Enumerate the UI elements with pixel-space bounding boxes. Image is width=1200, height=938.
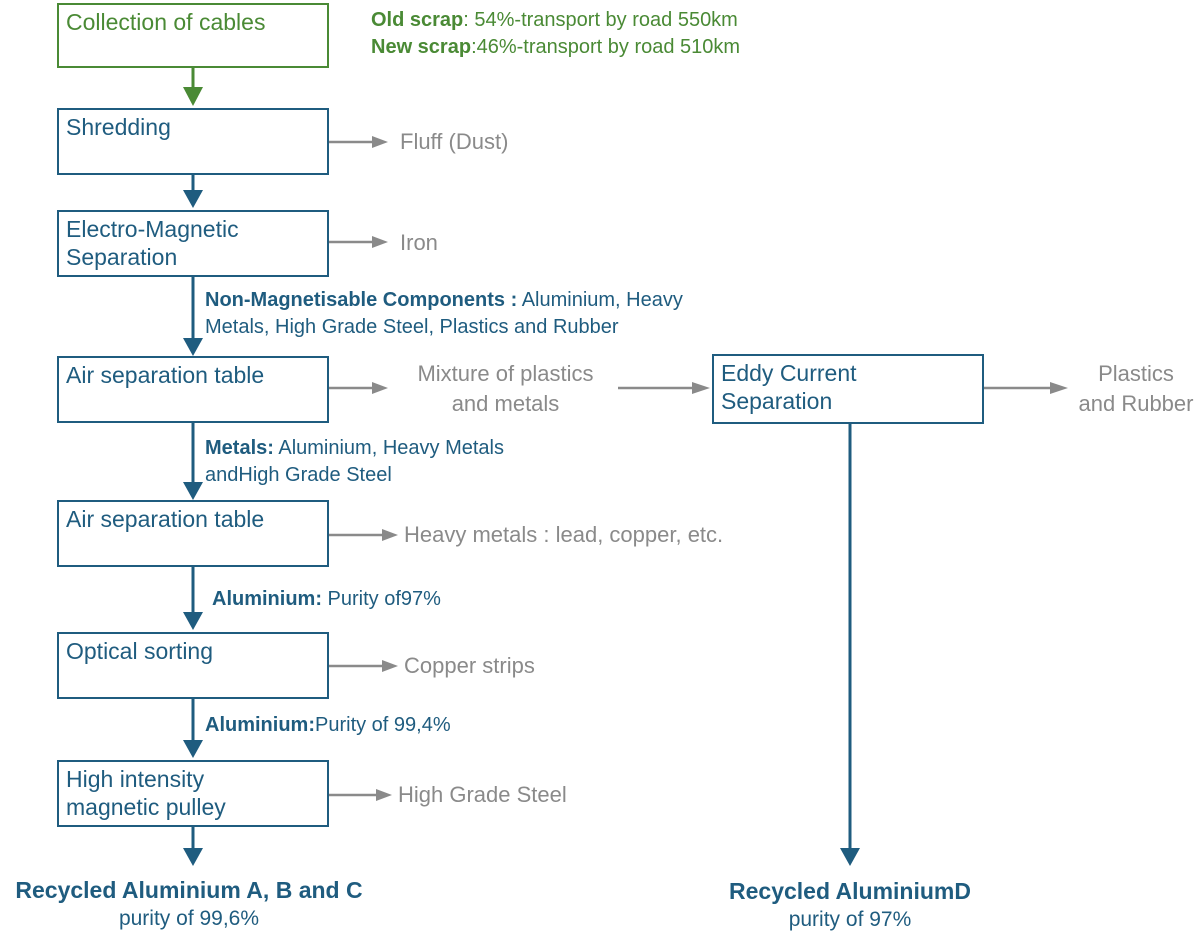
aluminium-994-note: Aluminium:Purity of 99,4% (205, 712, 451, 739)
arrowhead-final-d (840, 848, 860, 866)
aluminium-994-text: Purity of 99,4% (315, 714, 451, 736)
output-copper-strips: Copper strips (404, 653, 535, 678)
metals-label: Metals: (205, 437, 274, 459)
output-heavy-metals: Heavy metals : lead, copper, etc. (404, 522, 724, 547)
aluminium-97-label: Aluminium: (212, 588, 322, 610)
final-d-title: Recycled AluminiumD (729, 878, 971, 904)
shredding-box: Shredding (57, 108, 329, 175)
aluminium-994-label: Aluminium: (205, 714, 315, 736)
arrowhead-optical (183, 612, 203, 630)
new-scrap-note: New scrap:46%-transport by road 510km (371, 34, 740, 61)
magnetic-pulley-box: High intensity magnetic pulley (57, 760, 329, 827)
eddy-current-box: Eddy Current Separation (712, 354, 984, 424)
non-magnetisable-line2: Metals, High Grade Steel, Plastics and R… (205, 316, 619, 338)
output-fluff: Fluff (Dust) (400, 129, 509, 154)
aluminium-97-text: Purity of97% (322, 588, 441, 610)
arrowhead-pulley (183, 740, 203, 758)
new-scrap-text: :46%-transport by road 510km (471, 36, 741, 58)
final-abc-purity: purity of 99,6% (118, 907, 260, 930)
non-magnetisable-line1: Aluminium, Heavy (517, 289, 683, 311)
final-abc: Recycled Aluminium A, B and C purity of … (0, 875, 378, 933)
arrowhead-final-abc (183, 848, 203, 866)
old-scrap-label: Old scrap (371, 9, 464, 31)
arrowhead-mixture (372, 382, 388, 394)
output-plastics-rubber: Plastics and Rubber (1078, 361, 1194, 416)
metals-line2: andHigh Grade Steel (205, 464, 392, 486)
arrowhead-fluff (372, 136, 388, 148)
metals-note: Metals: Aluminium, Heavy Metals andHigh … (205, 435, 504, 489)
arrowhead-eddy (692, 382, 710, 394)
arrowhead-plastics (1050, 382, 1068, 394)
air-separation-box-2: Air separation table (57, 500, 329, 567)
output-mixture: Mixture of plastics and metals (417, 361, 594, 416)
output-iron: Iron (400, 230, 438, 255)
old-scrap-text: : 54%-transport by road 550km (463, 9, 738, 31)
air-separation-box-1: Air separation table (57, 356, 329, 423)
non-magnetisable-label: Non-Magnetisable Components : (205, 289, 518, 311)
final-abc-title: Recycled Aluminium A, B and C (15, 877, 363, 903)
arrowhead-iron (372, 236, 388, 248)
arrowhead-air1 (183, 338, 203, 356)
electro-magnetic-box: Electro-Magnetic Separation (57, 210, 329, 277)
metals-line1: Aluminium, Heavy Metals (273, 437, 504, 459)
arrowhead-steel (376, 789, 392, 801)
final-d-purity: purity of 97% (788, 908, 912, 931)
collection-box: Collection of cables (57, 3, 329, 68)
optical-sorting-box: Optical sorting (57, 632, 329, 699)
old-scrap-note: Old scrap: 54%-transport by road 550km (371, 7, 738, 34)
arrowhead-collection (183, 87, 203, 106)
final-d: Recycled AluminiumD purity of 97% (700, 876, 1000, 934)
arrowhead-air2 (183, 482, 203, 500)
aluminium-97-note: Aluminium: Purity of97% (212, 586, 441, 613)
output-high-grade-steel: High Grade Steel (398, 782, 567, 807)
arrowhead-heavy (382, 529, 398, 541)
new-scrap-label: New scrap (371, 36, 472, 58)
arrowhead-electro (183, 190, 203, 208)
arrowhead-copper (382, 660, 398, 672)
non-magnetisable-note: Non-Magnetisable Components : Aluminium,… (205, 287, 683, 341)
